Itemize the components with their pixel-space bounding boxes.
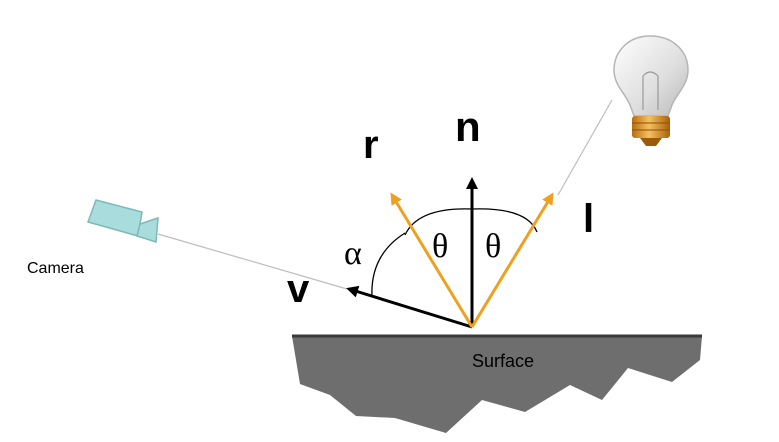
surface: [292, 334, 702, 433]
surface-label: Surface: [472, 351, 534, 371]
view-arrow: [346, 285, 473, 329]
light-guide-line: [557, 99, 613, 196]
alpha-label: α: [344, 235, 362, 272]
theta-left-label: θ: [432, 228, 448, 265]
light-arrow: [470, 192, 554, 328]
camera-label: Camera: [27, 260, 84, 277]
surface-body: [292, 336, 702, 433]
view-label: v: [287, 267, 310, 311]
camera-icon: [87, 199, 159, 243]
theta-right-label: θ: [485, 228, 501, 265]
view-guide-line: [157, 233, 348, 290]
reflection-label: r: [363, 123, 379, 167]
camera-lens: [136, 216, 159, 243]
alpha-arc: [371, 232, 406, 298]
normal-label: n: [455, 103, 481, 150]
bulb-tip: [640, 138, 662, 146]
light-label: l: [583, 197, 594, 241]
camera-body: [87, 199, 143, 237]
light-bulb-icon: [613, 35, 689, 146]
bulb-glass: [613, 35, 689, 117]
reflection-arrow: [390, 192, 474, 328]
bulb-filament: [642, 71, 659, 110]
bulb-base: [632, 116, 670, 138]
